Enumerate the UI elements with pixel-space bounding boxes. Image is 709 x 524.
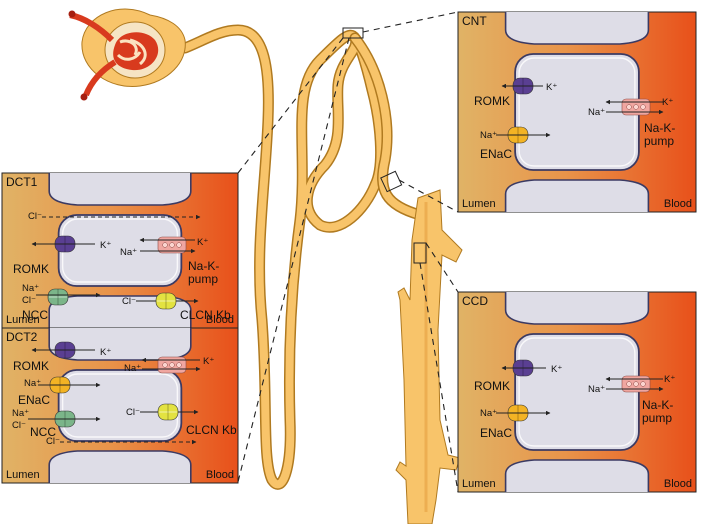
ccd-na-enac-ion: Na⁺ <box>480 408 497 419</box>
dct2-epithelial-cell <box>57 369 183 442</box>
cnt-k-ion: K⁺ <box>546 82 557 93</box>
cnt-na-k-pump <box>621 98 651 116</box>
dct1-na-ncc-ion: Na⁺ <box>22 283 39 294</box>
dct2-na-pump-ion: Na⁺ <box>124 363 141 374</box>
glomerulus <box>68 8 186 101</box>
dct2-k-pump-ion: K⁺ <box>203 356 214 367</box>
dct2-cl-bottom-ion: Cl⁻ <box>46 436 60 447</box>
dct2-na-ncc-ion: Na⁺ <box>12 408 29 419</box>
dct2-clcn-channel <box>157 403 179 421</box>
dct1-na-pump-ion: Na⁺ <box>120 247 137 258</box>
ccd-romk-label: ROMK <box>474 379 510 393</box>
dct1-romk-label: ROMK <box>13 262 49 276</box>
dct1-cl-clcn-ion: Cl⁻ <box>122 296 136 307</box>
dct1-clcn-label: CLCN Kb <box>180 308 231 322</box>
dct1-cl-top-ion: Cl⁻ <box>28 211 42 222</box>
cnt-blood-label: Blood <box>664 198 692 210</box>
ccd-pump-label: Na-K-pump <box>642 398 673 425</box>
dct1-cell-top <box>48 173 192 206</box>
ccd-cell-top <box>504 292 650 325</box>
dct1-k-pump-ion: K⁺ <box>197 237 208 248</box>
dct2-na-k-pump <box>157 356 187 374</box>
dct2-ncc-label: NCC <box>30 425 56 439</box>
dct2-romk-label: ROMK <box>13 359 49 373</box>
dct-location-box <box>342 27 364 39</box>
dct2-cell-bottom <box>48 450 192 483</box>
ccd-na-k-pump <box>621 375 651 393</box>
ccd-title: CCD <box>462 294 488 308</box>
cnt-romk-label: ROMK <box>474 94 510 108</box>
ccd-panel: CCD Lumen Blood K⁺ ROMK Na⁺ K⁺ Na-K-pump Na⁺ ENaC <box>457 291 697 493</box>
ccd-epithelial-cell <box>514 333 640 451</box>
nephron <box>68 8 463 524</box>
dct2-cl-ncc-ion: Cl⁻ <box>12 420 26 431</box>
dct1-ncc-label: NCC <box>22 308 48 322</box>
ccd-enac-label: ENaC <box>480 426 512 440</box>
dct1-ncc-channel <box>47 288 69 306</box>
dct2-cell-top <box>48 328 192 361</box>
ccd-k-ion: K⁺ <box>551 364 562 375</box>
cnt-na-pump-ion: Na⁺ <box>588 107 605 118</box>
dct1-cell-bottom <box>48 295 192 328</box>
cnt-cell-bottom <box>504 179 650 212</box>
cnt-cell-top <box>504 12 650 45</box>
cnt-k-pump-ion: K⁺ <box>662 97 673 108</box>
dct2-title: DCT2 <box>6 330 38 344</box>
dct2-blood-label: Blood <box>206 469 234 481</box>
dct1-clcn-channel <box>155 292 177 310</box>
ccd-blood-label: Blood <box>664 478 692 490</box>
cnt-panel: CNT Lumen Blood K⁺ ROMK Na⁺ K⁺ Na-K-pump Na⁺ ENaC <box>457 11 697 213</box>
dct2-clcn-label: CLCN Kb <box>186 423 237 437</box>
dct1-lumen-label: Lumen <box>6 314 40 326</box>
dct1-na-k-pump <box>157 236 187 254</box>
dct2-lumen-label: Lumen <box>6 469 40 481</box>
cnt-location-box <box>380 170 403 193</box>
dct2-enac-label: ENaC <box>18 393 50 407</box>
dct2-k-ion: K⁺ <box>100 347 111 358</box>
dct1-blood-label: Blood <box>206 314 234 326</box>
cnt-pump-label: Na-K-pump <box>644 121 675 148</box>
cnt-title: CNT <box>462 14 487 28</box>
dct1-title: DCT1 <box>6 175 38 189</box>
dct2-na-enac-ion: Na⁺ <box>24 378 41 389</box>
ccd-na-pump-ion: Na⁺ <box>588 384 605 395</box>
cnt-enac-label: ENaC <box>480 147 512 161</box>
dct2-cl-clcn-ion: Cl⁻ <box>126 407 140 418</box>
collecting-duct <box>395 189 463 524</box>
dct1-cl-ncc-ion: Cl⁻ <box>22 295 36 306</box>
ccd-cell-bottom <box>504 459 650 492</box>
cnt-lumen-label: Lumen <box>462 198 496 210</box>
dct1-pump-label: Na-K-pump <box>188 259 219 286</box>
ccd-k-pump-ion: K⁺ <box>664 374 675 385</box>
dct1-k-ion: K⁺ <box>100 240 111 251</box>
cnt-na-enac-ion: Na⁺ <box>480 130 497 141</box>
ccd-lumen-label: Lumen <box>462 478 496 490</box>
